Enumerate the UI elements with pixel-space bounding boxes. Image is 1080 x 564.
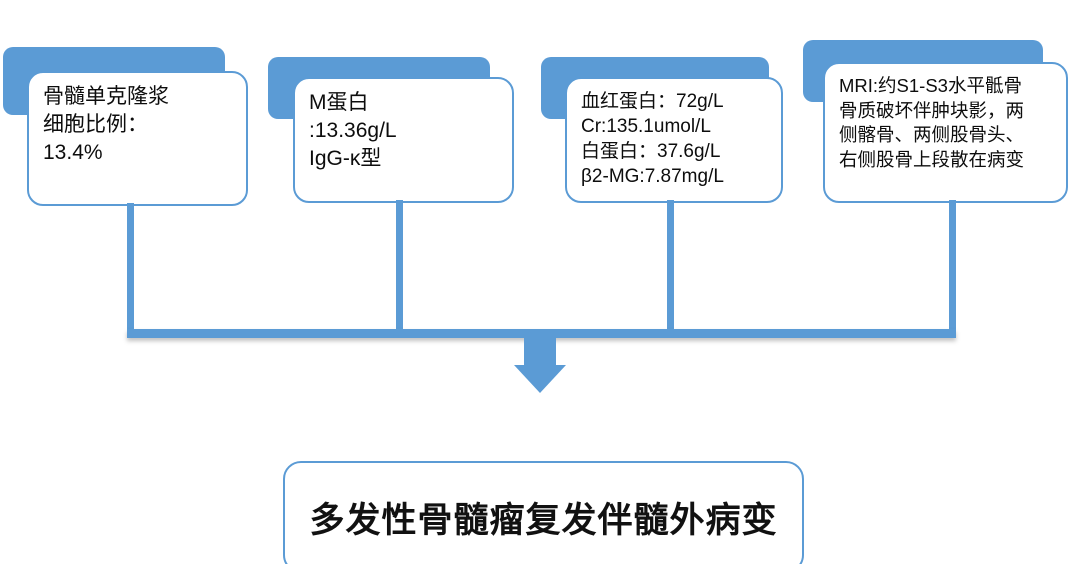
arrow-head-icon — [514, 365, 566, 393]
connector-horizontal-bar — [127, 329, 956, 338]
finding-card-blood-chemistry[interactable]: 血红蛋白：72g/L Cr:135.1umol/L 白蛋白：37.6g/L β2… — [565, 77, 783, 203]
connector-vertical-4 — [949, 200, 956, 333]
arrow-stem — [524, 336, 556, 366]
conclusion-text: 多发性骨髓瘤复发伴髓外病变 — [309, 500, 778, 540]
conclusion-box[interactable]: 多发性骨髓瘤复发伴髓外病变 — [283, 461, 804, 564]
finding-text-2: M蛋白 :13.36g/L IgG-κ型 — [309, 91, 397, 170]
finding-text-4: MRI:约S1-S3水平骶骨 骨质破坏伴肿块影，两 侧髂骨、两侧股骨头、 右侧股… — [839, 75, 1025, 170]
connector-vertical-2 — [396, 200, 403, 333]
finding-card-m-protein[interactable]: M蛋白 :13.36g/L IgG-κ型 — [293, 77, 514, 203]
connector-vertical-3 — [667, 200, 674, 333]
connector-vertical-1 — [127, 203, 134, 333]
finding-text-1: 骨髓单克隆浆 细胞比例： 13.4% — [43, 85, 169, 164]
finding-text-3: 血红蛋白：72g/L Cr:135.1umol/L 白蛋白：37.6g/L β2… — [581, 91, 724, 187]
finding-card-mri-findings[interactable]: MRI:约S1-S3水平骶骨 骨质破坏伴肿块影，两 侧髂骨、两侧股骨头、 右侧股… — [823, 62, 1068, 203]
finding-card-bone-marrow-plasma-cells[interactable]: 骨髓单克隆浆 细胞比例： 13.4% — [27, 71, 248, 206]
